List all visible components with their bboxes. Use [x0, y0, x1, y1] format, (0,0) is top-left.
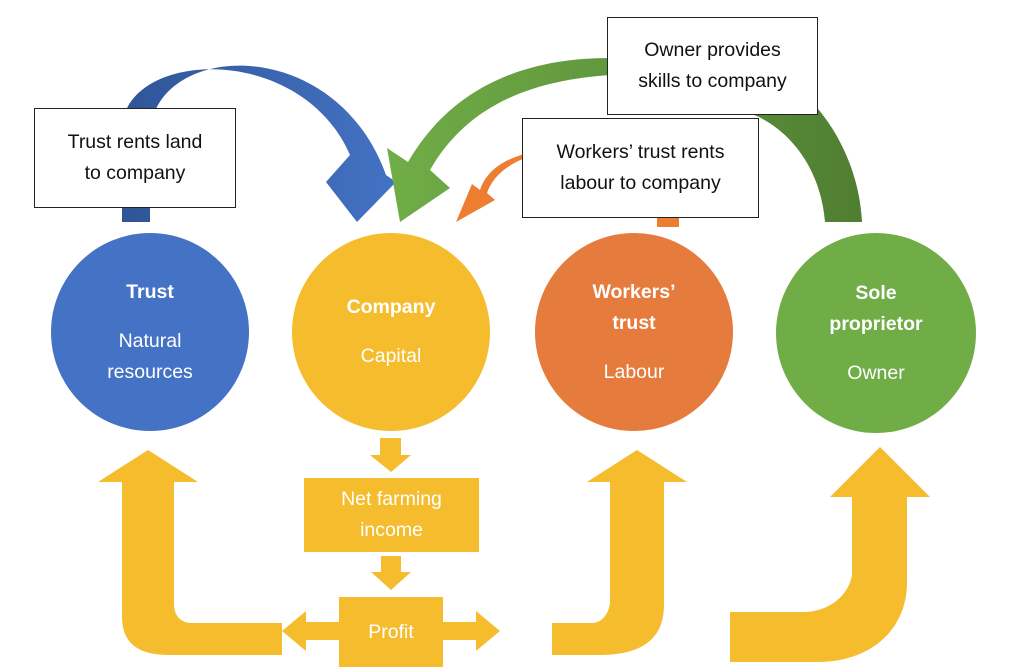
- trust-rents-callout: Trust rents land to company: [34, 108, 236, 208]
- owner-skills-callout: Owner provides skills to company: [607, 17, 818, 115]
- callout-text: skills to company: [638, 70, 787, 92]
- profit-to-workers-arrow: [552, 450, 687, 655]
- sole-proprietor-title-line1: Sole: [855, 281, 897, 304]
- profit-to-owner-arrow: [730, 447, 930, 662]
- callout-text: to company: [84, 162, 186, 184]
- company-title: Company: [346, 296, 436, 318]
- trust-subtitle-line2: resources: [107, 360, 193, 383]
- workers-trust-subtitle: Labour: [603, 360, 665, 383]
- net-farming-income-line2: income: [360, 519, 423, 541]
- sole-proprietor-circle: Sole proprietor Owner: [776, 233, 976, 433]
- sole-proprietor-subtitle: Owner: [847, 361, 905, 384]
- profit-box: Profit: [339, 597, 443, 667]
- workers-trust-title-line1: Workers’: [592, 280, 676, 303]
- trust-circle: Trust Natural resources: [51, 233, 249, 431]
- sole-proprietor-title-line2: proprietor: [829, 312, 923, 335]
- trust-subtitle-line1: Natural: [118, 329, 182, 352]
- profit-right-arrow: [442, 611, 500, 651]
- workers-trust-circle: Workers’ trust Labour: [535, 233, 733, 431]
- workers-rents-callout: Workers’ trust rents labour to company: [522, 118, 759, 218]
- callout-text: Owner provides: [644, 39, 781, 61]
- callout-text: labour to company: [560, 172, 721, 194]
- workers-trust-title-line2: trust: [612, 311, 656, 334]
- callout-text: Trust rents land: [67, 131, 203, 153]
- workers-to-company-arrow-head: [456, 154, 525, 222]
- income-to-profit-arrow: [371, 556, 411, 590]
- net-farming-income-line1: Net farming: [341, 488, 442, 510]
- net-farming-income-box: Net farming income: [304, 478, 479, 552]
- company-subtitle: Capital: [360, 345, 422, 367]
- profit-left-arrow: [282, 611, 340, 651]
- trust-title: Trust: [126, 280, 174, 303]
- trust-to-company-arrow: [122, 65, 396, 223]
- callout-text: Workers’ trust rents: [556, 141, 725, 163]
- company-to-income-arrow: [370, 438, 411, 472]
- profit-to-trust-arrow: [98, 450, 282, 655]
- profit-label: Profit: [368, 620, 414, 643]
- company-circle: Company Capital: [292, 233, 490, 431]
